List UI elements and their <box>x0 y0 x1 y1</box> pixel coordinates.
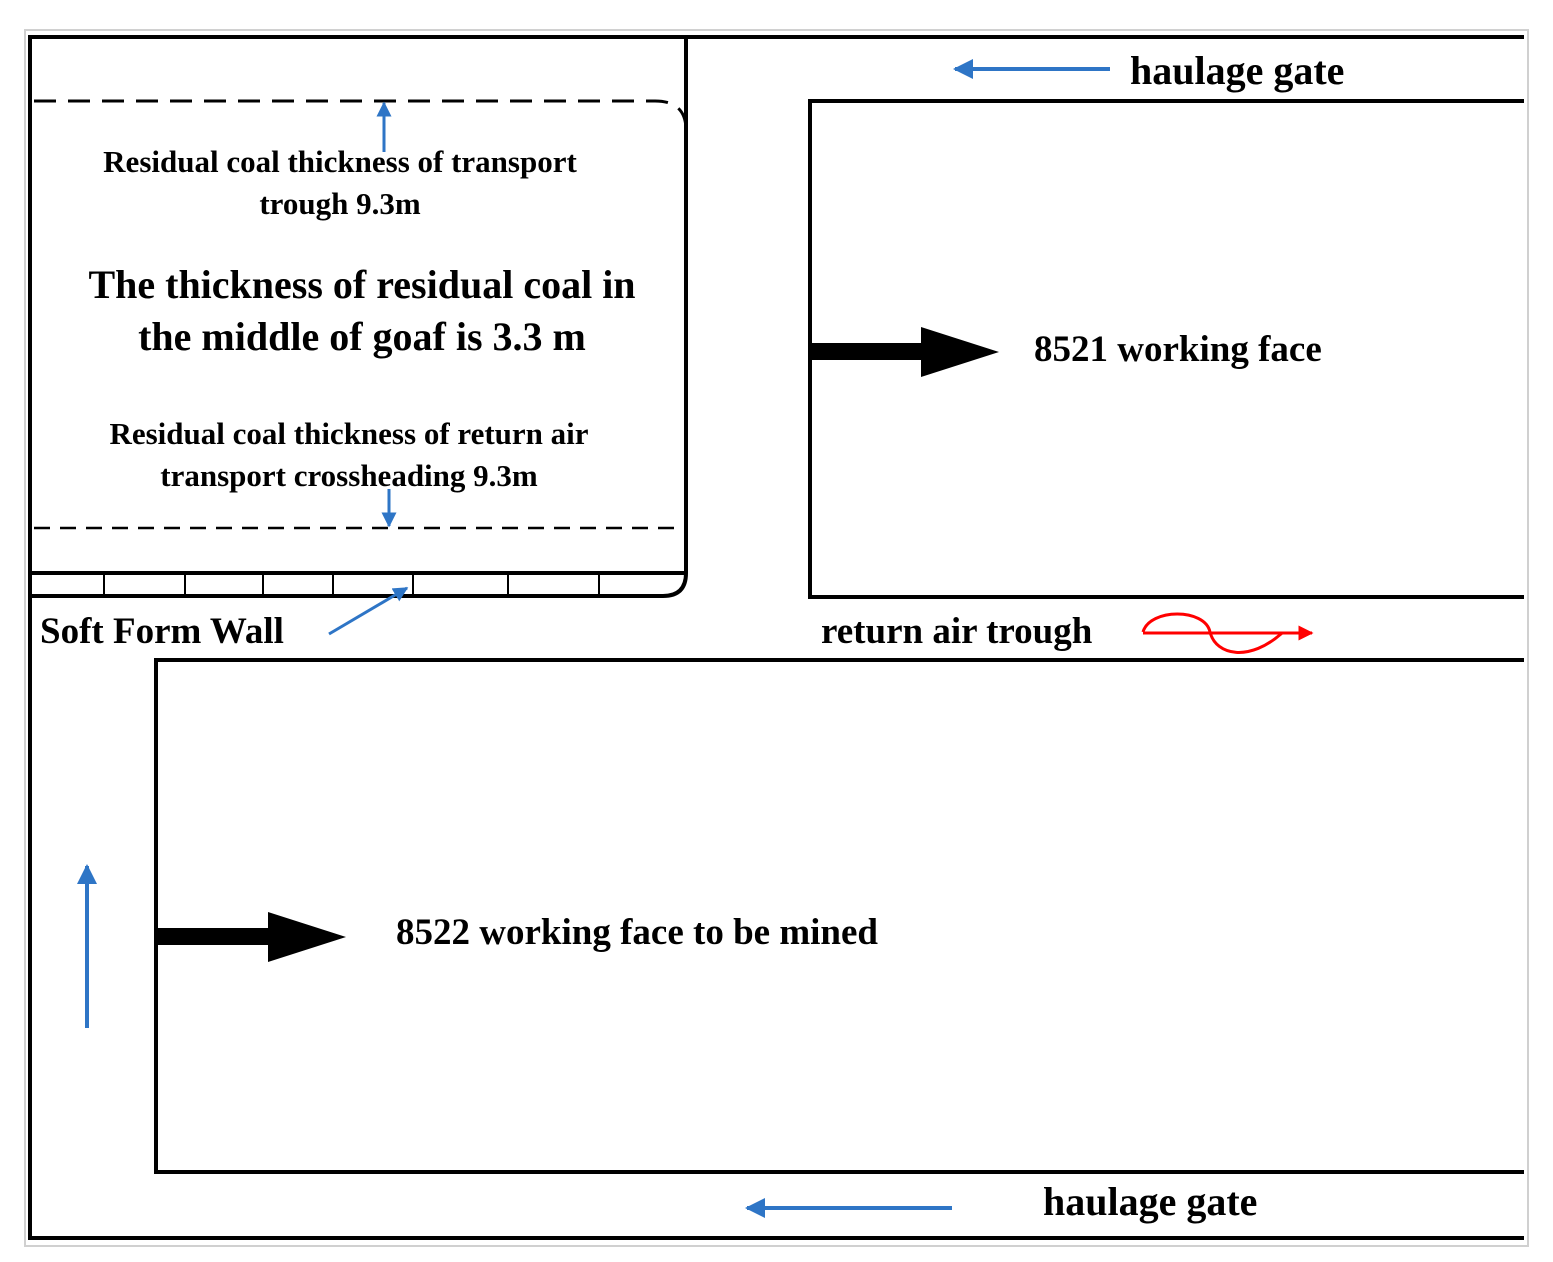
working-face-8521-label: 8521 working face <box>1034 329 1322 370</box>
soft-form-wall-ticks <box>103 573 600 596</box>
soft-form-wall-pointer-arrow <box>328 586 409 636</box>
haulage-gate-bottom-label: haulage gate <box>1043 1179 1257 1224</box>
residual-transport-label-line1: Residual coal thickness of transport <box>103 144 577 179</box>
working-face-8522-block <box>154 658 1524 1174</box>
working-face-8521-block <box>808 99 1524 599</box>
middle-goaf-label-line1: The thickness of residual coal in <box>88 262 635 307</box>
advance-arrow-8521 <box>812 327 999 377</box>
residual-coal-boundary-top <box>34 99 688 131</box>
figure-border <box>24 29 1529 1247</box>
haulage-gate-top-label: haulage gate <box>1130 48 1344 93</box>
outer-roadway-boundary <box>28 35 1524 1240</box>
return-air-trough-label: return air trough <box>821 611 1093 652</box>
advance-arrow-8522 <box>158 912 346 962</box>
residual-return-label-line1: Residual coal thickness of return air <box>109 416 588 451</box>
residual-transport-label-line2: trough 9.3m <box>259 186 421 221</box>
residual-return-label-line2: transport crossheading 9.3m <box>160 458 538 493</box>
working-face-8522-label: 8522 working face to be mined <box>396 912 878 953</box>
middle-goaf-label-line2: the middle of goaf is 3.3 m <box>138 314 586 359</box>
soft-form-wall-label: Soft Form Wall <box>40 611 284 652</box>
